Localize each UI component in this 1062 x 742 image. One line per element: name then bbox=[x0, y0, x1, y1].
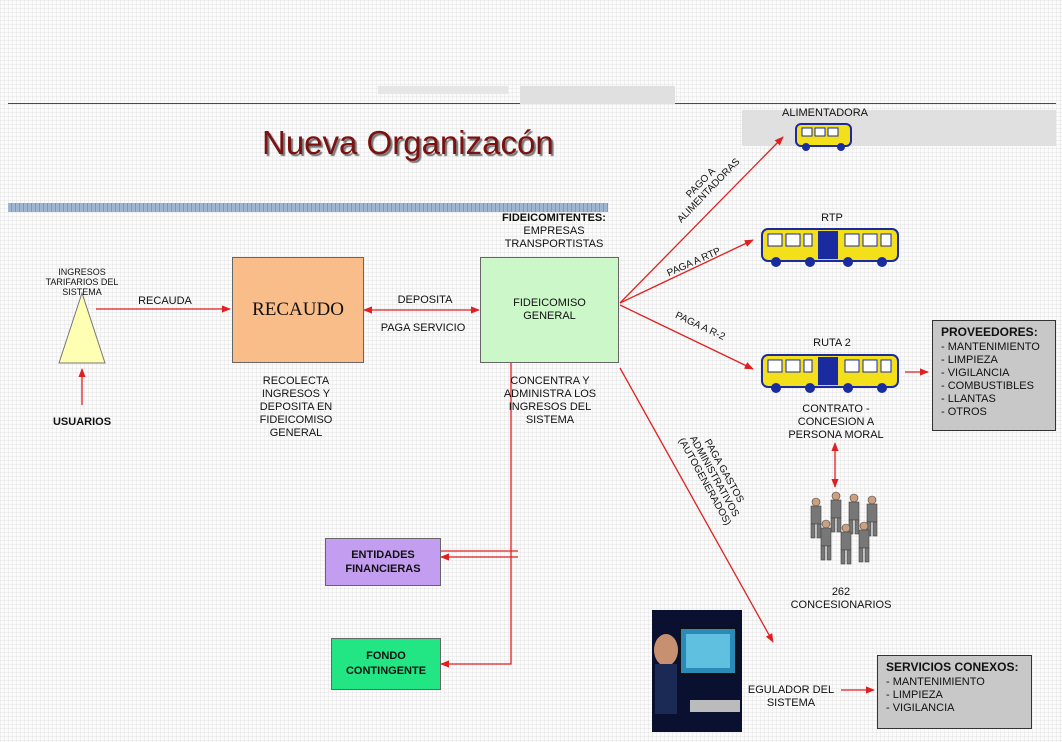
ingresos-label: INGRESOS TARIFARIOS DEL SISTEMA bbox=[45, 267, 119, 297]
recaudo-box: RECAUDO bbox=[232, 257, 364, 363]
fondo-contingente-box: FONDO CONTINGENTE bbox=[331, 638, 441, 690]
ingresos-triangle bbox=[58, 291, 106, 364]
header-gray-bar-1 bbox=[378, 86, 508, 94]
fideicomiso-description: CONCENTRA Y ADMINISTRA LOS INGRESOS DEL … bbox=[503, 375, 597, 426]
proveedores-box: PROVEEDORES: - MANTENIMIENTO - LIMPIEZA … bbox=[932, 320, 1056, 431]
servicios-conexos-box: SERVICIOS CONEXOS: - MANTENIMIENTO - LIM… bbox=[877, 655, 1032, 729]
list-item: - LLANTAS bbox=[941, 393, 996, 405]
edge-deposita-label: DEPOSITA bbox=[397, 294, 453, 306]
ruta2-label: RUTA 2 bbox=[813, 337, 851, 349]
proveedores-list: - MANTENIMIENTO - LIMPIEZA - VIGILANCIA … bbox=[941, 341, 1047, 419]
entidades-label: ENTIDADES FINANCIERAS bbox=[345, 549, 421, 575]
list-item: - VIGILANCIA bbox=[886, 702, 955, 714]
list-item: - LIMPIEZA bbox=[886, 689, 943, 701]
header-gray-bar-2 bbox=[520, 86, 675, 104]
list-item: - OTROS bbox=[941, 406, 987, 418]
list-item: - VIGILANCIA bbox=[941, 367, 1010, 379]
arrow-regulador bbox=[619, 367, 774, 643]
concesionarios-people-icon bbox=[810, 491, 878, 565]
entidades-financieras-box: ENTIDADES FINANCIERAS bbox=[325, 538, 441, 586]
bus-ruta2-icon bbox=[761, 354, 899, 393]
top-right-gray-panel bbox=[742, 110, 1056, 146]
page-title: Nueva Organizacón bbox=[262, 124, 554, 161]
regulador-label: EGULADOR DEL SISTEMA bbox=[747, 684, 835, 709]
arrow-alimentadora bbox=[619, 136, 784, 304]
fideicomiso-box: FIDEICOMISO GENERAL bbox=[480, 257, 619, 363]
list-item: - LIMPIEZA bbox=[941, 354, 998, 366]
line-trunk bbox=[440, 334, 512, 668]
servicios-heading: SERVICIOS CONEXOS: bbox=[886, 660, 1019, 674]
alimentadora-label: ALIMENTADORA bbox=[782, 107, 868, 119]
edge-recauda-label: RECAUDA bbox=[138, 295, 192, 307]
rtp-label: RTP bbox=[821, 212, 843, 224]
edge-paga-servicio-label: PAGA SERVICIO bbox=[380, 322, 466, 334]
fideicomitentes-heading: FIDEICOMITENTES: bbox=[502, 212, 606, 224]
fideicomiso-label: FIDEICOMISO GENERAL bbox=[513, 297, 586, 322]
recaudo-description: RECOLECTA INGRESOS Y DEPOSITA EN FIDEICO… bbox=[259, 375, 333, 439]
list-item: - MANTENIMIENTO bbox=[886, 676, 985, 688]
list-item: - COMBUSTIBLES bbox=[941, 380, 1034, 392]
arrow-rtp bbox=[619, 239, 754, 304]
list-item: - MANTENIMIENTO bbox=[941, 341, 1040, 353]
fideicomitentes-subtitle: EMPRESAS TRANSPORTISTAS bbox=[504, 225, 604, 250]
bus-rtp-icon bbox=[761, 228, 899, 267]
fondo-label: FONDO CONTINGENTE bbox=[345, 650, 427, 677]
proveedores-heading: PROVEEDORES: bbox=[941, 325, 1038, 339]
usuarios-label: USUARIOS bbox=[52, 416, 112, 428]
bus-alimentadora-icon bbox=[795, 123, 852, 151]
concesionarios-label: 262 CONCESIONARIOS bbox=[790, 586, 892, 611]
regulador-computer-icon bbox=[652, 610, 742, 732]
arrow-ruta2 bbox=[619, 304, 754, 370]
blue-divider-band bbox=[8, 203, 608, 212]
recaudo-label: RECAUDO bbox=[252, 299, 344, 320]
servicios-list: - MANTENIMIENTO - LIMPIEZA - VIGILANCIA bbox=[886, 676, 1023, 715]
contrato-label: CONTRATO - CONCESION A PERSONA MORAL bbox=[788, 403, 884, 441]
